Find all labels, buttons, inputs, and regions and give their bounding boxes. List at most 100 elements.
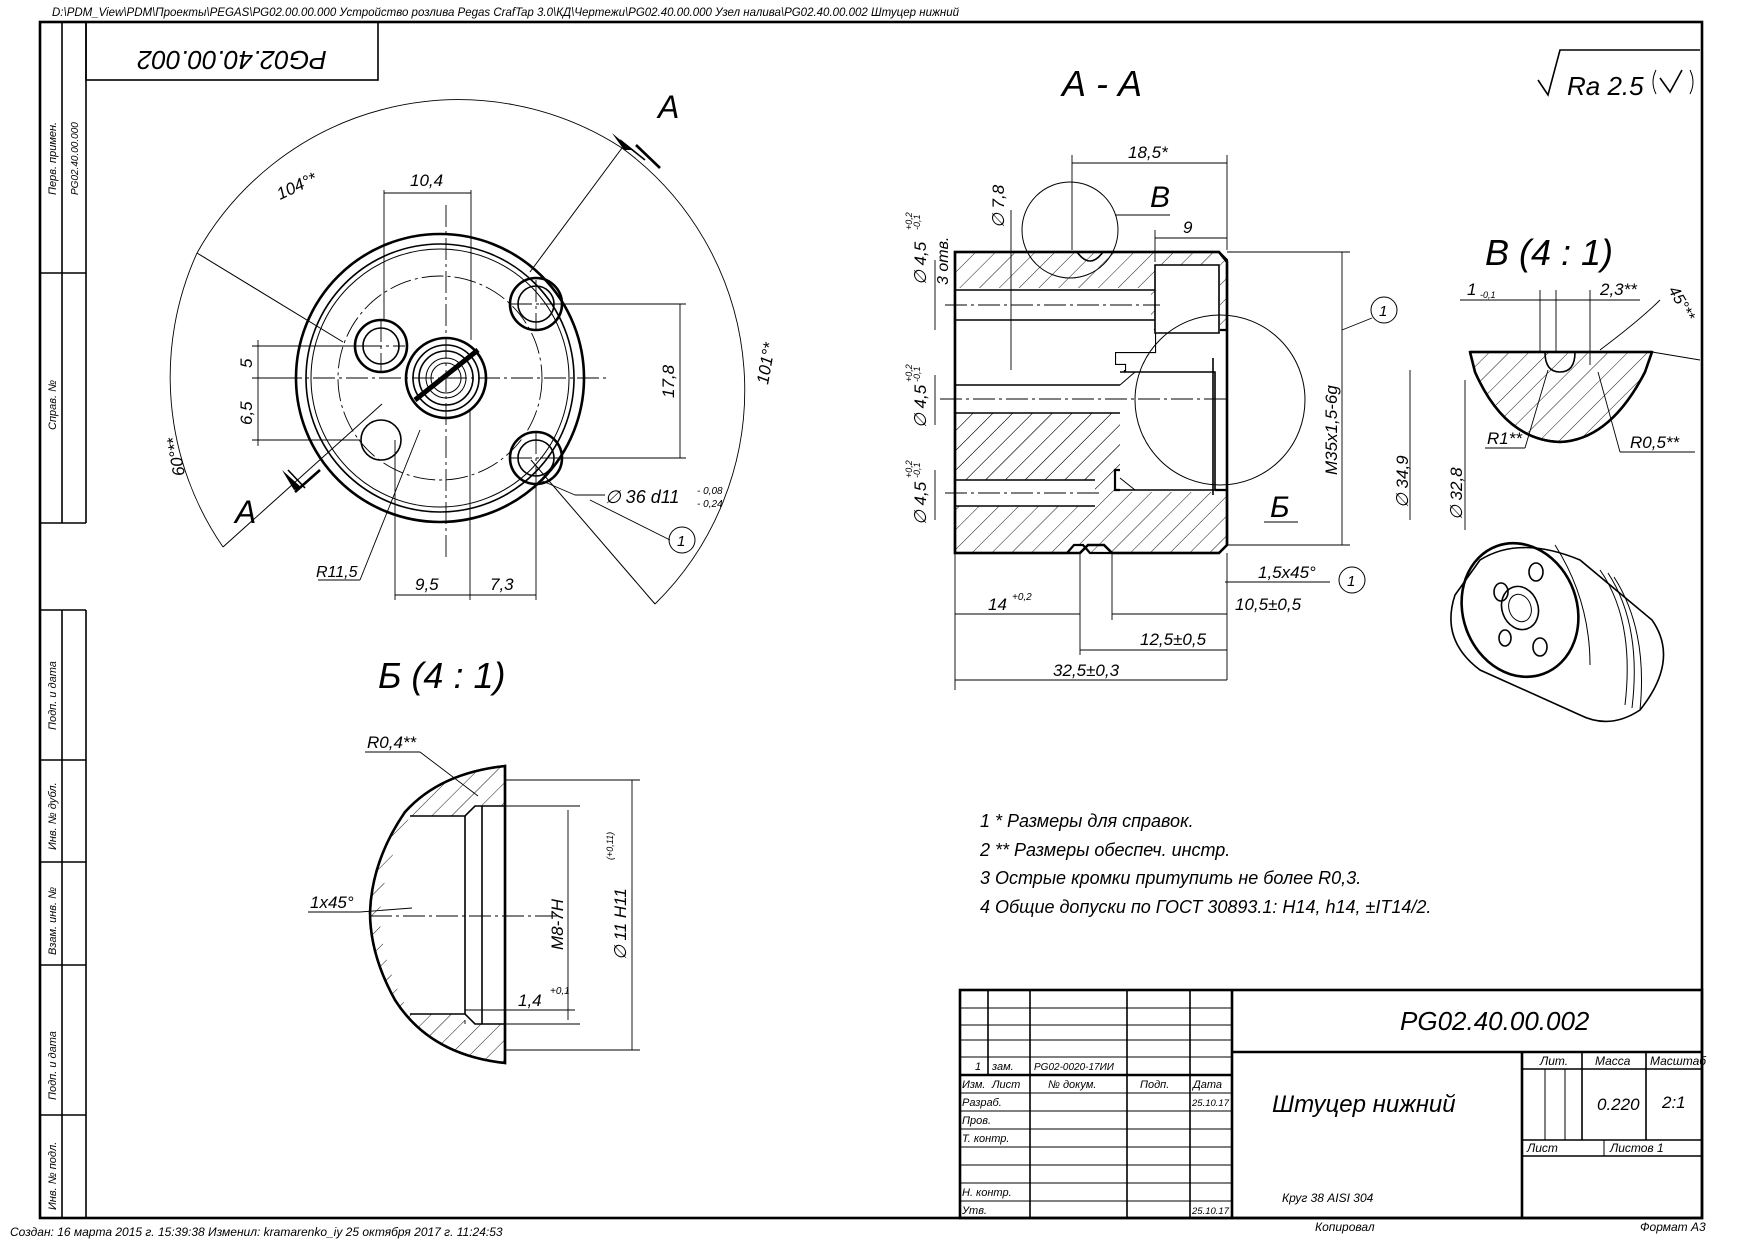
tol-top-lower: -0,1 xyxy=(912,214,922,230)
section-label-a-bottom: А xyxy=(233,494,256,530)
tb-change-num: 1 xyxy=(975,1061,981,1073)
dim-holes: 3 отв. xyxy=(935,237,952,285)
dim-4-5-mid: ∅ 4,5 xyxy=(911,384,930,428)
angle-60: 60°** xyxy=(163,435,189,478)
tb-nkontr: Н. контр. xyxy=(962,1187,1012,1199)
file-path: D:\PDM_View\PDM\Проекты\PEGAS\PG02.00.00… xyxy=(52,7,960,19)
side-stamp: Перв. примен. PG02.40.00.000 Справ. № По… xyxy=(40,22,87,1218)
section-label-a-top: А xyxy=(656,89,679,125)
tol-mid-upper: +0,2 xyxy=(904,364,914,382)
angle-104: 104°* xyxy=(274,168,321,203)
tb-tkontr: Т. контр. xyxy=(962,1133,1009,1145)
note-1: 1 * Размеры для справок. xyxy=(980,811,1194,831)
dim-thread-m35: M35x1,5-6g xyxy=(1322,385,1341,475)
tb-lit: Лит. xyxy=(1539,1054,1568,1068)
dim-14-tol: +0,2 xyxy=(1012,592,1032,603)
tb-code: PG02.40.00.002 xyxy=(1400,1006,1590,1036)
tb-razrab: Разраб. xyxy=(962,1097,1002,1109)
dim-18-5: 18,5* xyxy=(1128,143,1169,162)
dim-32-5: 32,5±0,3 xyxy=(1053,661,1120,680)
dim-17-8: 17,8 xyxy=(659,364,678,398)
dim-v-r0-5: R0,5** xyxy=(1630,433,1681,452)
perv-primen-label: Перв. примен. xyxy=(47,122,59,195)
detail-label-v: В xyxy=(1150,181,1170,214)
technical-notes: 1 * Размеры для справок. 2 ** Размеры об… xyxy=(979,811,1431,917)
vzam-inv-label: Взам. инв. № xyxy=(47,887,59,955)
tol-bot-lower: -0,1 xyxy=(912,462,922,478)
detail-b: Б (4 : 1) R0,4** M8-7H ∅ 11 H11 (+0,11) … xyxy=(308,655,640,1065)
section-title: А - А xyxy=(1060,63,1142,104)
dim-7-8: ∅ 7,8 xyxy=(989,184,1008,228)
dim-b-r0-4: R0,4** xyxy=(367,733,418,752)
front-view: 104°* 101°* 60°** 10, xyxy=(163,89,779,605)
tb-utv: Утв. xyxy=(961,1205,987,1217)
dim-4-5-bot: ∅ 4,5 xyxy=(911,481,930,525)
dim-chamfer: 1,5x45° xyxy=(1258,563,1316,582)
dim-v-1-tol: -0,1 xyxy=(1480,290,1496,300)
tb-scale-value: 2:1 xyxy=(1661,1093,1686,1112)
dim-b-chamfer: 1x45° xyxy=(310,893,354,912)
roughness-value: Ra 2.5 xyxy=(1567,71,1644,101)
detail-label-b: Б xyxy=(1270,491,1290,524)
tb-list-h: Лист xyxy=(991,1079,1020,1091)
tb-doc-h: № докум. xyxy=(1048,1079,1096,1091)
detail-v-title: В (4 : 1) xyxy=(1485,232,1613,273)
dim-6-5: 6,5 xyxy=(237,401,256,425)
tb-listov: Листов 1 xyxy=(1609,1141,1664,1155)
note-3: 3 Острые кромки притупить не более R0,3. xyxy=(980,868,1361,888)
note-4: 4 Общие допуски по ГОСТ 30893.1: H14, h1… xyxy=(980,897,1431,917)
dim-12-5: 12,5±0,5 xyxy=(1140,630,1207,649)
dim-36-lower: - 0,24 xyxy=(697,499,723,510)
tb-mass-value: 0.220 xyxy=(1597,1095,1640,1114)
tb-massa: Масса xyxy=(1595,1054,1631,1068)
dim-r11-5: R11,5 xyxy=(316,564,358,581)
dim-5: 5 xyxy=(237,358,256,368)
tb-change-zam: зам. xyxy=(991,1061,1014,1073)
isometric-view xyxy=(1450,541,1665,723)
inv-podl-label: Инв. № подл. xyxy=(47,1142,59,1210)
tol-bot-upper: +0,2 xyxy=(904,460,914,478)
footer-format: Формат А3 xyxy=(1640,1220,1706,1234)
tol-top-upper: +0,2 xyxy=(904,212,914,230)
dim-v-34-9: ∅ 34,9 xyxy=(1393,455,1412,508)
podp-data-label-2: Подп. и дата xyxy=(47,1031,59,1100)
inv-dubl-label: Инв. № дубл. xyxy=(47,782,59,850)
sheet-frame xyxy=(38,20,1704,1220)
tb-material: Круг 38 AISI 304 xyxy=(1282,1191,1374,1205)
roughness-symbol: Ra 2.5 xyxy=(1537,49,1700,101)
dim-36-upper: - 0,08 xyxy=(697,486,723,497)
dim-10-5: 10,5±0,5 xyxy=(1235,595,1302,614)
dim-4-5-top: ∅ 4,5 xyxy=(911,241,930,285)
sprav-label: Справ. № xyxy=(47,380,59,430)
rotated-code-box: PG02.40.00.002 xyxy=(85,21,379,81)
angle-101: 101°* xyxy=(753,340,779,386)
dim-b-1-4-tol: +0,1 xyxy=(550,986,570,997)
detail-v: В (4 : 1) 1 -0,1 2,3** 45°** R1** R0,5**… xyxy=(1393,232,1701,530)
dim-v-2-3: 2,3** xyxy=(1599,280,1638,299)
tb-list: Лист xyxy=(1526,1141,1558,1155)
tb-podp-h: Подп. xyxy=(1140,1079,1169,1091)
section-a-a: А - А В Б xyxy=(904,63,1398,690)
tb-utv-date: 25.10.17 xyxy=(1191,1206,1230,1217)
tb-data-h: Дата xyxy=(1191,1079,1222,1091)
dim-v-r1: R1** xyxy=(1487,429,1523,448)
dim-b-1-4: 1,4 xyxy=(518,991,542,1010)
dim-b-11: ∅ 11 H11 xyxy=(611,888,630,960)
section-ref-2: 1 xyxy=(1347,573,1355,590)
tb-change-doc: PG02-0020-17ИИ xyxy=(1034,1062,1115,1073)
tb-razrab-date: 25.10.17 xyxy=(1191,1098,1230,1109)
footer-created: Создан: 16 марта 2015 г. 15:39:38 Измени… xyxy=(10,1225,503,1239)
tol-mid-lower: -0,1 xyxy=(912,366,922,382)
front-note-ref: 1 xyxy=(677,533,685,550)
dim-b-11-tol: (+0,11) xyxy=(605,832,615,860)
title-block: 1 зам. PG02-0020-17ИИ Изм. Лист № докум.… xyxy=(958,988,1707,1220)
dim-14: 14 xyxy=(988,595,1007,614)
dim-7-3: 7,3 xyxy=(490,575,514,594)
dim-v-1: 1 xyxy=(1467,280,1476,299)
dim-9-5: 9,5 xyxy=(415,575,439,594)
dim-b-thread: M8-7H xyxy=(548,898,567,950)
section-ref-1: 1 xyxy=(1379,303,1387,320)
footer-copied: Копировал xyxy=(1315,1220,1375,1234)
tb-masshtab: Масштаб xyxy=(1650,1054,1707,1068)
